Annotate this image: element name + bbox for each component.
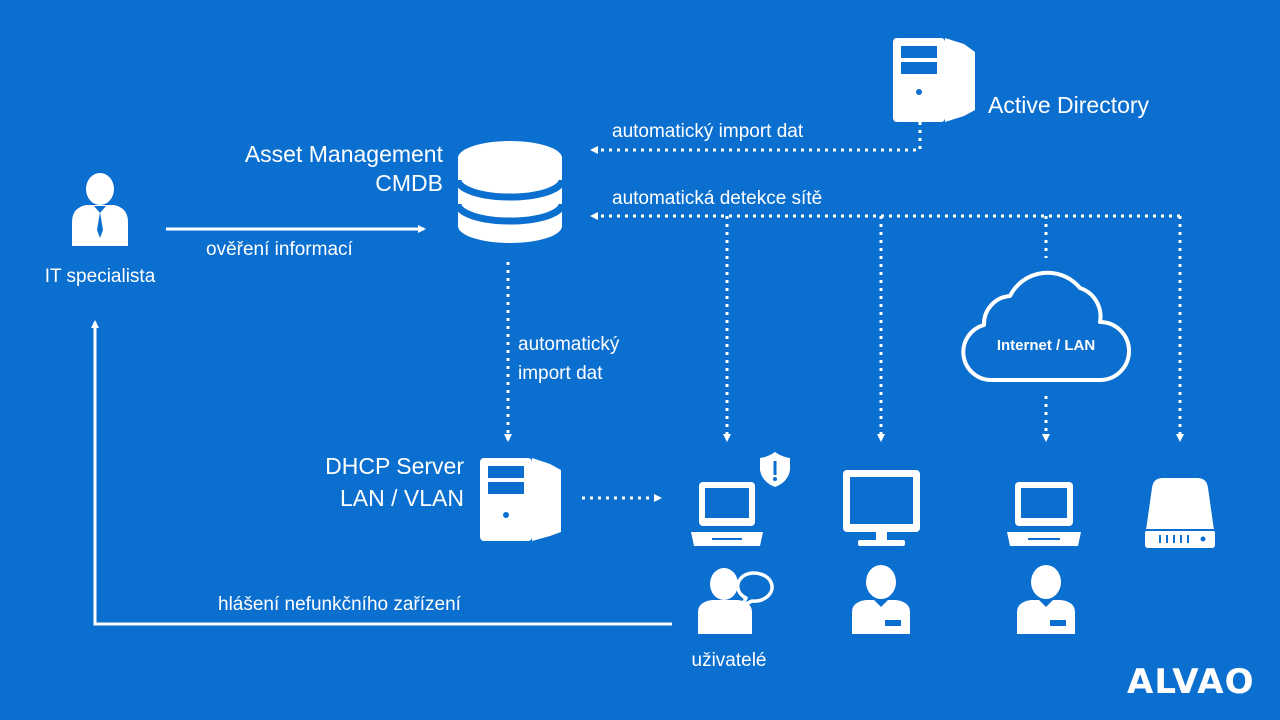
active-directory-server-icon bbox=[893, 38, 975, 122]
ad-to-cmdb-connector bbox=[590, 122, 922, 154]
cloud-icon bbox=[961, 270, 1131, 382]
dhcp-server-icon bbox=[480, 458, 561, 541]
user-laptop-icon bbox=[691, 482, 763, 546]
database-icon bbox=[454, 141, 566, 243]
report-fault-label: hlášení nefunkčního zařízení bbox=[218, 594, 461, 615]
dhcp-server-label: DHCP Server bbox=[325, 453, 464, 479]
cmdb-label: CMDB bbox=[375, 170, 443, 196]
ad-import-label: automatický import dat bbox=[612, 121, 804, 142]
verify-info-label: ověření informací bbox=[206, 239, 353, 260]
desktop-monitor-icon bbox=[843, 470, 920, 546]
dhcp-import-label-line2: import dat bbox=[518, 363, 603, 384]
network-storage-icon bbox=[1145, 478, 1215, 548]
alert-shield-icon bbox=[760, 452, 790, 487]
lan-vlan-label: LAN / VLAN bbox=[340, 485, 464, 511]
asset-management-label: Asset Management bbox=[244, 141, 443, 167]
users-label: uživatelé bbox=[691, 650, 767, 671]
network-laptop-icon bbox=[1007, 482, 1081, 546]
it-specialist-label: IT specialista bbox=[44, 266, 156, 287]
user-person-speech-icon bbox=[698, 568, 774, 634]
dhcp-import-label-line1: automatický bbox=[518, 334, 620, 355]
active-directory-label: Active Directory bbox=[988, 92, 1150, 118]
report-fault-arrow bbox=[91, 320, 672, 626]
user-person-icon bbox=[1017, 565, 1075, 634]
alvao-logo: ALVAO bbox=[1127, 662, 1255, 702]
cloud-label: Internet / LAN bbox=[996, 337, 1096, 354]
network-detection-label: automatická detekce sítě bbox=[612, 188, 823, 209]
user-person-icon bbox=[852, 565, 910, 634]
it-specialist-person-icon bbox=[72, 173, 128, 246]
